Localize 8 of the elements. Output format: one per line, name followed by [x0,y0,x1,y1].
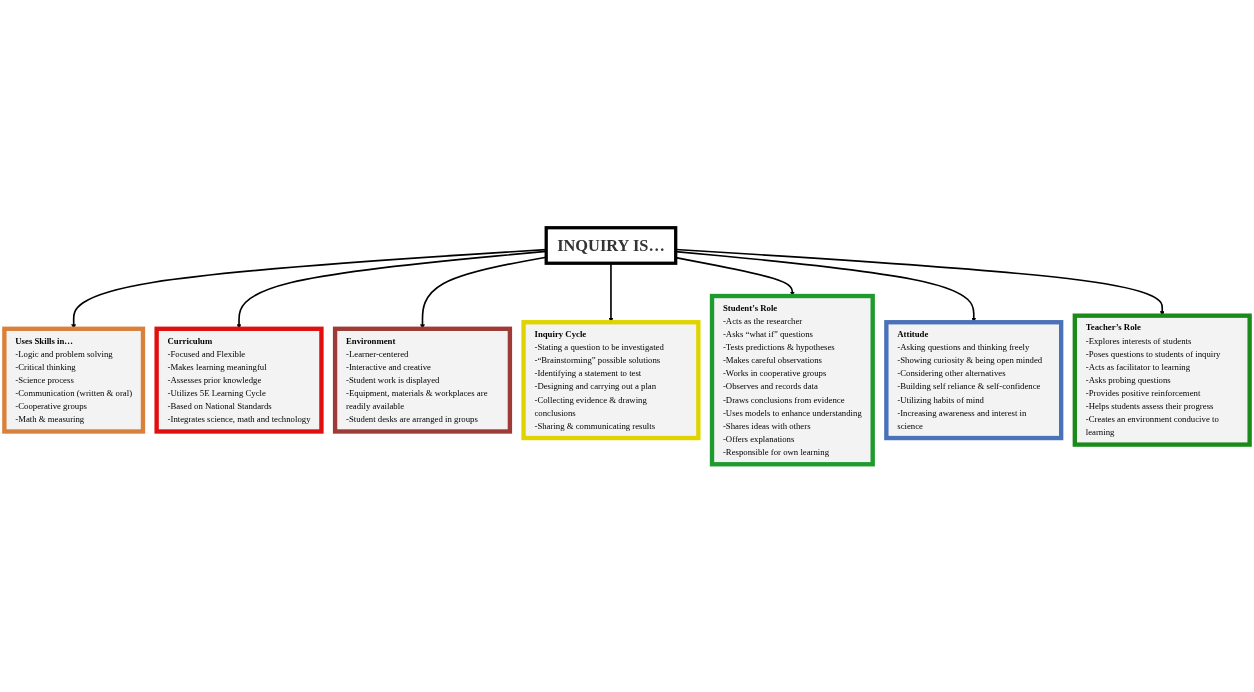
node-box: Student’s Role -Acts as the researcher -Asks “what if” questions -Tests predictions & hypotheses -Makes careful observations -Works in cooperative groups -Observes and records data -Draws conclusions from evidence -Uses models to enhance understanding -Shares ideas with others -Offers explanations -Responsible for own learning [709,293,875,467]
node-box: Uses Skills in… -Logic and problem solving -Critical thinking -Science process -Communication (written & oral) -Cooperative groups -Math & measuring [2,326,146,434]
node-box: INQUIRY IS… [544,226,678,265]
node-box: Attitude -Asking questions and thinking freely -Showing curiosity & being open minded -Considering other alternatives -Building self reliance & self-confidence -Utilizing habits of mind -Increasing awareness and interest in science [884,320,1064,441]
node-box: Inquiry Cycle -Stating a question to be investigated -“Brainstorming” possible solutions -Identifying a statement to test -Designing and carrying out a plan -Collecting evidence & drawing conclusions -Sharing & communicating results [521,320,701,441]
node-box: Curriculum -Focused and Flexible -Makes learning meaningful -Assesses prior knowledge -Utilizes 5E Learning Cycle -Based on National Standards -Integrates science, math and technology [154,326,324,434]
node-box: Environment -Learner-centered -Interactive and creative -Student work is displayed -Equipment, materials & workplaces are readily available -Student desks are arranged in groups [332,326,513,434]
node-box: Teacher’s Role -Explores interests of students -Poses questions to students of inquiry -Acts as facilitator to learning -Asks probing questions -Provides positive reinforcement -Helps students assess their progress -Creates an environment conducive to learning [1072,313,1252,447]
